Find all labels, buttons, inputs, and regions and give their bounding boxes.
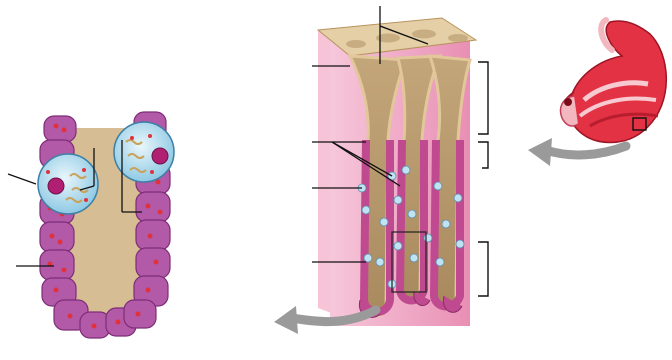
gastric-mucosa-block-icon	[318, 18, 476, 326]
layer-brackets	[478, 62, 488, 296]
stomach-icon	[561, 20, 667, 143]
gastric-gland-detail-icon	[38, 112, 174, 338]
